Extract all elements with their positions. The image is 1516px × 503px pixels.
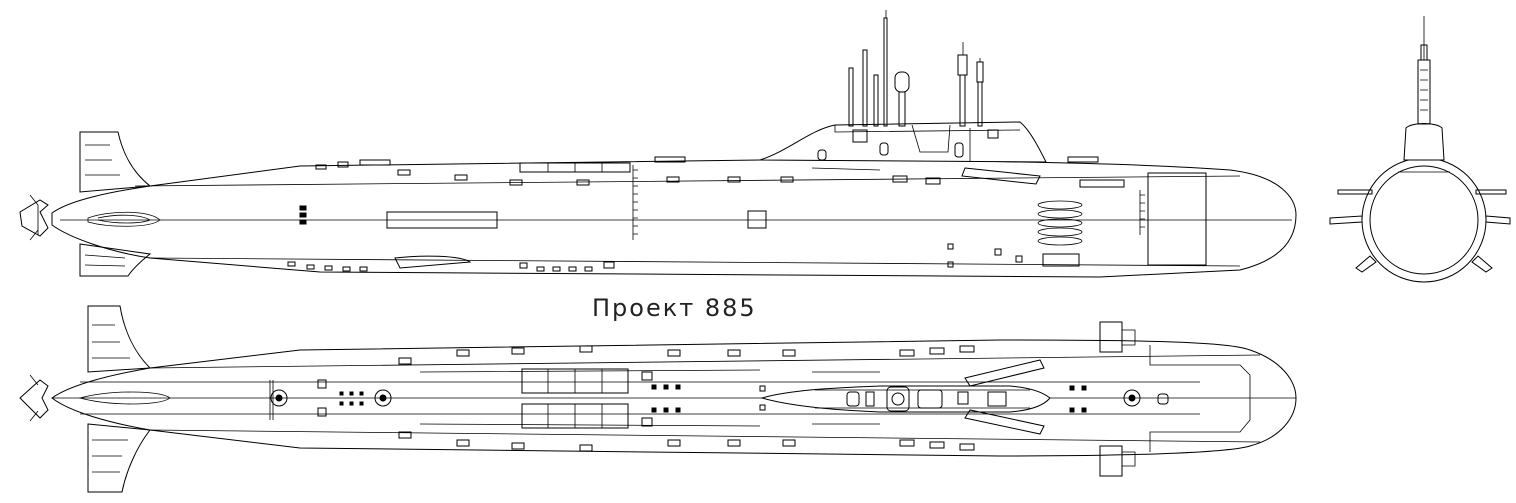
front-sail	[1404, 124, 1444, 161]
plan-view	[20, 306, 1296, 492]
drawing-caption: Проект 885	[592, 294, 757, 322]
sail-fin	[760, 122, 1046, 162]
propeller-plan	[20, 380, 48, 418]
bow-plane-lower	[1100, 446, 1122, 476]
bow-plane-upper	[1100, 322, 1122, 352]
front-hull-inner	[1370, 166, 1478, 274]
front-section-view	[1330, 16, 1510, 282]
masts	[849, 10, 983, 126]
hull-ribs	[1038, 201, 1082, 245]
vls-cells	[522, 369, 628, 428]
sail-plan	[762, 386, 1050, 412]
stern-lower-rudder	[80, 244, 150, 276]
deck-hatches-plan	[318, 346, 1086, 451]
stern-plane-upper	[88, 306, 150, 372]
front-planes	[1338, 190, 1506, 194]
stern-plane-lower	[88, 424, 150, 492]
stern-upper-rudder	[80, 132, 150, 192]
side-profile-view	[20, 10, 1296, 277]
plan-centerline	[80, 382, 1200, 414]
front-hull-outer	[1362, 158, 1486, 282]
deck-hatches-side	[288, 157, 1098, 271]
deck-hatch-circles	[270, 380, 1168, 420]
propeller	[20, 200, 48, 236]
side-hull-outline	[52, 160, 1296, 277]
bow-sonar-panel	[1148, 173, 1206, 265]
frame-markers-side	[633, 165, 1145, 240]
